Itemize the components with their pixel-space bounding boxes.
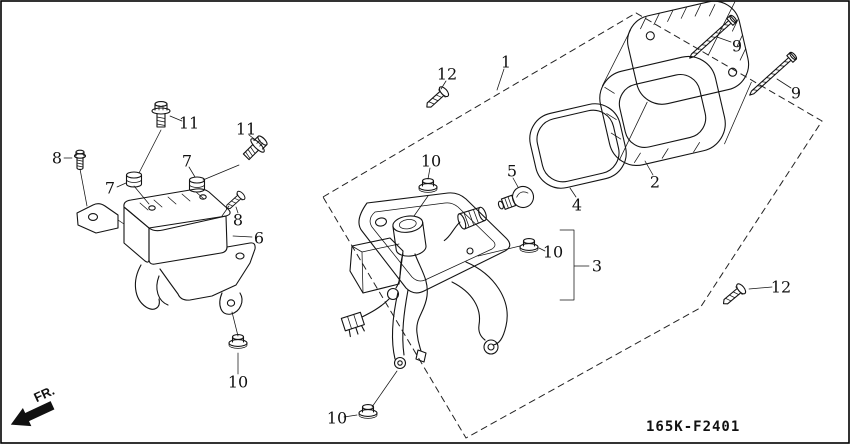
nut-10: [519, 238, 539, 253]
callout-label: 9: [791, 84, 801, 103]
cover-left-face: [123, 206, 150, 263]
callout-label: 5: [507, 162, 517, 181]
diagram-code: 165K-F2401: [646, 419, 740, 435]
callout-label: 10: [228, 373, 248, 392]
callout-label: 2: [650, 173, 660, 192]
callout-label: 7: [182, 152, 192, 171]
taillight-bulb: [497, 185, 535, 210]
callout-labels: 12 1 9 9 10 5 2 4 10 3 12 8 11 11 7 7 8 …: [52, 37, 801, 428]
nut-10: [228, 334, 248, 349]
grommet-7: [125, 171, 143, 188]
bracket-lower-box: [349, 237, 404, 294]
callout-label: 12: [771, 278, 791, 297]
bracket-hole: [374, 217, 388, 227]
insertion-guide-lines: [79, 129, 521, 408]
callout-label: 3: [592, 257, 602, 276]
screw-12: [422, 84, 451, 113]
cover-top-face: [123, 188, 231, 232]
callout-label: 11: [179, 114, 199, 133]
callout-label: 8: [52, 149, 62, 168]
plate-hook-arm: [134, 264, 160, 310]
lens-gasket: [529, 103, 627, 189]
callout-label: 11: [236, 120, 256, 139]
callout-label: 6: [254, 229, 264, 248]
plate-hole: [235, 252, 245, 260]
callout-label: 8: [233, 211, 243, 230]
lens-screw-hole: [728, 67, 738, 77]
bracket-right-arm: [451, 261, 508, 355]
callout-label: 10: [421, 152, 441, 171]
mounting-stud: [466, 247, 474, 255]
taillight-cover-assembly: [76, 188, 256, 315]
fr-arrow-shape: [10, 401, 55, 427]
screw-12: [719, 281, 748, 309]
assembly-guide-lines: [322, 12, 823, 439]
wiring-harness: [340, 253, 428, 363]
bulb-holder-cylinder: [392, 215, 427, 257]
bulb-socket: [443, 206, 487, 242]
nut-10: [358, 404, 378, 419]
callout-label: 10: [327, 409, 347, 428]
fr-direction-arrow: FR.: [10, 383, 57, 427]
plate-bottom-tab: [219, 292, 243, 315]
taillight-base-bracket: [340, 192, 511, 370]
tab-hole: [87, 213, 99, 221]
lens-screw-hole: [645, 31, 655, 41]
callout-label: 1: [501, 53, 511, 72]
bracket-left-arm: [391, 289, 409, 370]
stud-8: [73, 149, 87, 171]
callout-label: 7: [105, 179, 115, 198]
fr-label: FR.: [31, 383, 56, 405]
plate-hook-arm: [156, 275, 169, 306]
callout-leader-lines: [63, 36, 792, 418]
cover-bolt-hole: [199, 194, 207, 200]
taillight-lens: [599, 0, 752, 166]
callout-label: 9: [732, 37, 742, 56]
wire-terminal: [415, 349, 427, 363]
wire-connector: [340, 311, 365, 338]
callout-label: 12: [437, 65, 457, 84]
callout-label: 10: [543, 243, 563, 262]
plate-edge: [159, 242, 256, 301]
bolt-11: [151, 101, 171, 128]
nut-10: [418, 178, 438, 193]
callout-label: 4: [572, 196, 582, 215]
cover-bolt-hole: [148, 205, 156, 211]
plate-left-tab: [76, 203, 119, 234]
cover-front-face: [148, 215, 228, 265]
screw-9: [686, 13, 739, 62]
